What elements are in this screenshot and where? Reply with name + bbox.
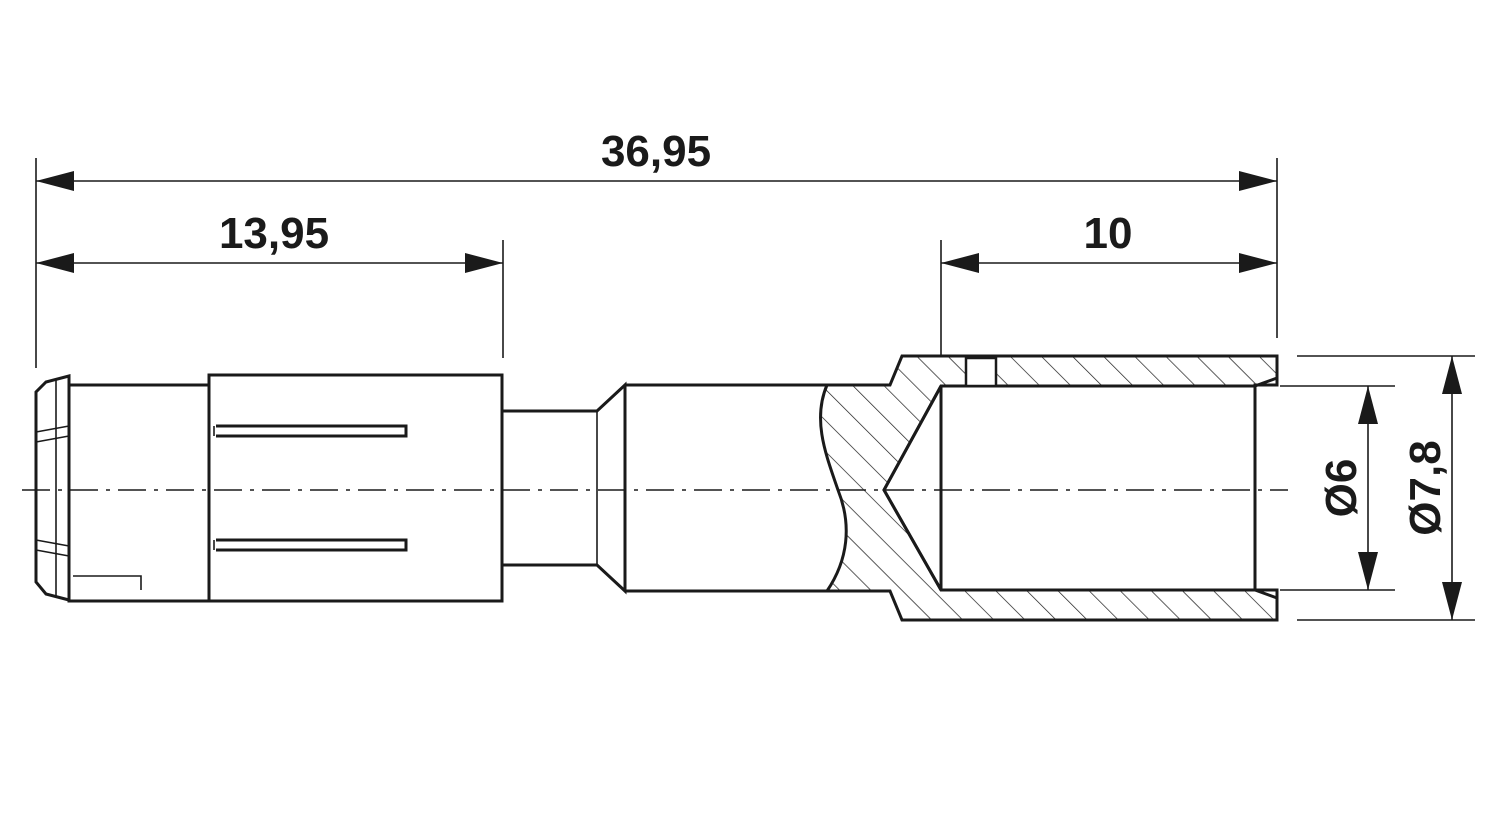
dimension-rear-length: 10: [941, 209, 1277, 273]
dim-label-rear: 10: [1084, 209, 1133, 258]
contact-outline: [34, 354, 1279, 622]
arrow-bottom-outer: [1442, 582, 1462, 620]
slot-lower: [216, 538, 408, 552]
dim-label-inner: Ø6: [1317, 459, 1366, 518]
dimension-front-length: 13,95: [36, 209, 503, 273]
slot-upper: [216, 424, 408, 438]
inspection-hole: [964, 356, 998, 388]
arrow-left-overall: [36, 171, 74, 191]
slotted-sleeve: [207, 373, 504, 603]
front-lip: [34, 374, 71, 602]
extension-lines: [35, 158, 1475, 621]
arrow-top-inner: [1358, 386, 1378, 424]
arrow-right-rear: [1239, 253, 1277, 273]
arrow-top-outer: [1442, 356, 1462, 394]
bore: [882, 385, 943, 591]
dim-label-outer: Ø7,8: [1401, 440, 1450, 535]
section-hatch: [819, 354, 1279, 622]
arrow-left-front: [36, 253, 74, 273]
dimension-inner-diameter: Ø6: [1317, 386, 1378, 590]
dimension-overall-length: 36,95: [36, 127, 1277, 191]
mouth-chamfer: [1254, 376, 1278, 600]
dimension-outer-diameter: Ø7,8: [1401, 356, 1462, 620]
arrow-bottom-inner: [1358, 552, 1378, 590]
arrow-right-front: [465, 253, 503, 273]
arrow-right-overall: [1239, 171, 1277, 191]
dim-label-front: 13,95: [219, 209, 329, 258]
front-body: [67, 383, 211, 603]
dim-label-overall: 36,95: [601, 127, 711, 176]
neck: [502, 381, 627, 595]
arrow-left-rear: [941, 253, 979, 273]
